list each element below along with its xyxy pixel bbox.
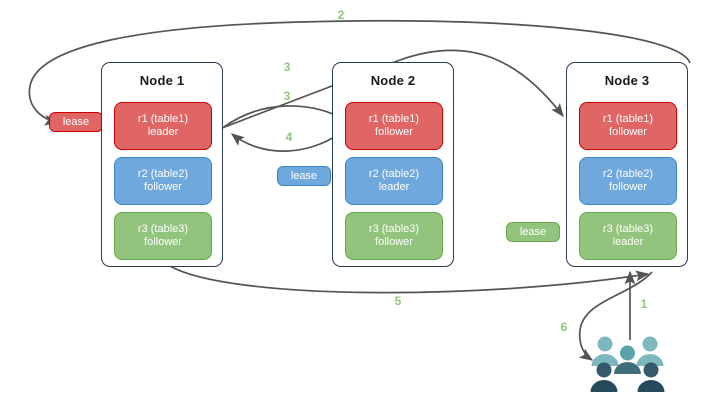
replica-role: leader: [147, 126, 179, 138]
node-2-title: Node 2: [370, 73, 416, 88]
replica-role: follower: [375, 236, 413, 248]
lease-label: lease: [290, 170, 318, 182]
replica-role: follower: [609, 126, 647, 138]
replica-name: r3 (table3): [137, 222, 189, 235]
node-2-container[interactable]: Node 2 r1 (table1) follower r2 (table2) …: [332, 62, 454, 267]
edge-label-3-curve: 3: [283, 89, 291, 103]
replica-name: r2 (table2): [368, 167, 420, 180]
replica-name: r2 (table2): [137, 167, 189, 180]
node-3-container[interactable]: Node 3 r1 (table1) follower r2 (table2) …: [566, 62, 688, 267]
replica-role: follower: [144, 181, 182, 193]
lease-badge-table2[interactable]: lease: [277, 166, 331, 186]
node-1-replica-r2[interactable]: r2 (table2) follower: [114, 157, 212, 205]
node-2-replica-r3[interactable]: r3 (table3) follower: [345, 212, 443, 260]
replica-name: r3 (table3): [602, 222, 654, 235]
node-1-replica-r3[interactable]: r3 (table3) follower: [114, 212, 212, 260]
lease-label: lease: [519, 226, 547, 238]
node-1-container[interactable]: Node 1 r1 (table1) leader r2 (table2) fo…: [101, 62, 223, 267]
replica-role: leader: [612, 236, 644, 248]
edge-label-2: 2: [337, 8, 345, 22]
replica-name: r2 (table2): [602, 167, 654, 180]
node-1-replica-r1[interactable]: r1 (table1) leader: [114, 102, 212, 150]
lease-label: lease: [62, 116, 90, 128]
edge-label-4: 4: [285, 130, 293, 144]
replica-role: follower: [375, 126, 413, 138]
replica-role: leader: [378, 181, 410, 193]
edge-label-5: 5: [394, 294, 402, 308]
replica-name: r1 (table1): [137, 112, 189, 125]
node-1-title: Node 1: [139, 73, 185, 88]
edge-5-path: [169, 265, 650, 294]
node-2-replica-r2[interactable]: r2 (table2) leader: [345, 157, 443, 205]
node-2-replica-r1[interactable]: r1 (table1) follower: [345, 102, 443, 150]
replica-role: follower: [144, 236, 182, 248]
replica-name: r1 (table1): [602, 112, 654, 125]
replica-name: r1 (table1): [368, 112, 420, 125]
node-3-title: Node 3: [604, 73, 650, 88]
replica-role: follower: [609, 181, 647, 193]
lease-badge-table3[interactable]: lease: [506, 222, 560, 242]
node-3-replica-r1[interactable]: r1 (table1) follower: [579, 102, 677, 150]
edge-label-3-diagonal: 3: [283, 60, 291, 74]
edge-label-6: 6: [560, 320, 568, 334]
edge-3-curve-path: [223, 105, 350, 128]
edge-label-1: 1: [640, 297, 648, 311]
group-of-users-icon: [590, 336, 665, 392]
node-3-replica-r2[interactable]: r2 (table2) follower: [579, 157, 677, 205]
node-3-replica-r3[interactable]: r3 (table3) leader: [579, 212, 677, 260]
replica-name: r3 (table3): [368, 222, 420, 235]
lease-badge-table1[interactable]: lease: [49, 112, 103, 132]
